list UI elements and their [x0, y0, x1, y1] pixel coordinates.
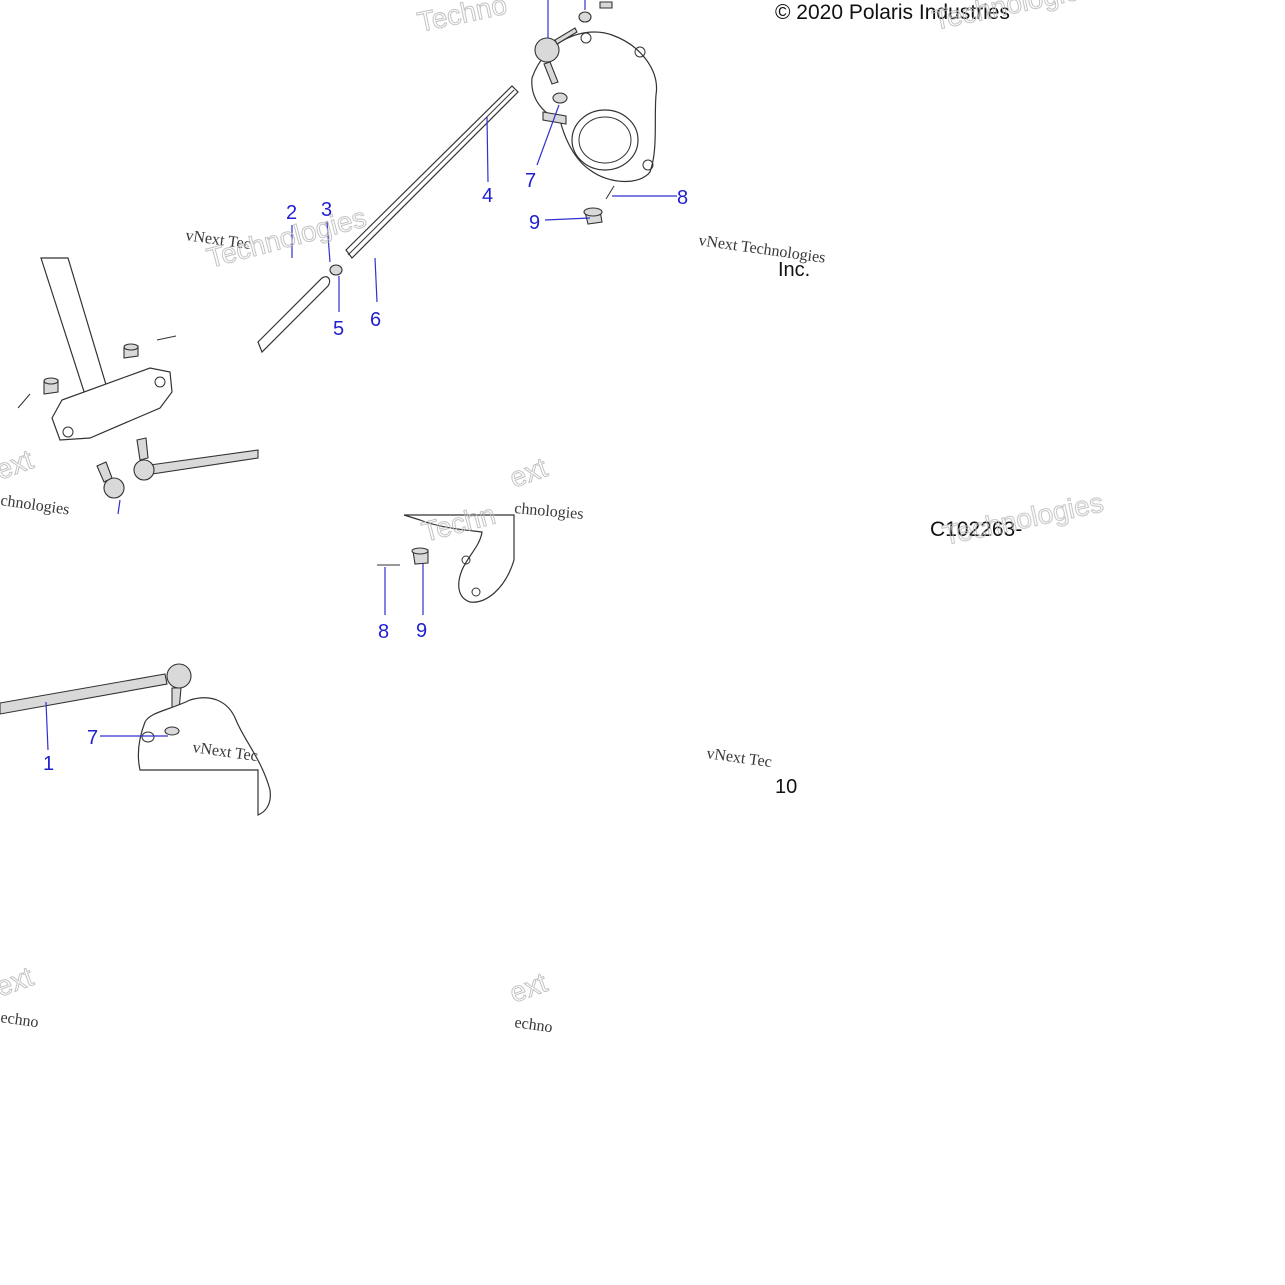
upper-callouts: 2 3 4 5 6 7 8 9	[286, 0, 688, 340]
watermark-echno-bm: echno	[513, 1014, 553, 1036]
callout-5[interactable]: 5	[333, 318, 344, 340]
watermark-tech-mid: chnologies	[514, 500, 585, 523]
callout-1[interactable]: 1	[43, 753, 54, 775]
callout-9-mid[interactable]: 9	[416, 620, 427, 642]
number-ten-fragment: 10	[775, 776, 797, 798]
watermark-ext-bl: ext	[0, 961, 37, 1003]
callout-6[interactable]: 6	[370, 309, 381, 331]
diagram-code: C102263-	[930, 518, 1022, 541]
copyright-text: © 2020 Polaris Industries	[775, 1, 1010, 24]
callout-3[interactable]: 3	[321, 199, 332, 221]
watermark-echno-bl: echno	[0, 1009, 40, 1031]
watermark-ext-mid: ext	[505, 452, 551, 494]
callout-2[interactable]: 2	[286, 202, 297, 224]
watermark-ext-bm: ext	[505, 967, 551, 1009]
watermark-logo-topright: Technologies	[930, 0, 1096, 36]
inc-fragment: Inc.	[778, 259, 810, 281]
watermark-vnext-4: vNext Tec	[705, 745, 772, 771]
callout-7[interactable]: 7	[525, 170, 536, 192]
knuckle-fragment	[403, 514, 515, 603]
watermark-logo-top: Techno	[415, 0, 510, 38]
callout-7-lower[interactable]: 7	[87, 727, 98, 749]
steering-column-assembly	[17, 257, 259, 515]
watermark-ext-left: ext	[0, 444, 37, 486]
ball-joint-stud	[534, 27, 578, 85]
tie-rod-tube	[345, 85, 519, 259]
tie-rod-lower	[0, 663, 271, 816]
watermark-tech-left: chnologies	[0, 492, 70, 518]
callout-8[interactable]: 8	[677, 187, 688, 209]
castle-nut-mid	[411, 547, 429, 565]
jam-nut	[329, 264, 343, 276]
tie-rod-left-tube	[257, 276, 331, 354]
callout-9[interactable]: 9	[529, 212, 540, 234]
castle-nut-9	[583, 207, 603, 225]
watermark-logo-code: Technologies	[940, 487, 1106, 551]
callout-4[interactable]: 4	[482, 185, 493, 207]
lower-callouts: 1 7	[43, 701, 168, 775]
watermark-vnext-2: vNext Technologies	[697, 232, 826, 267]
cotter-pin-8	[605, 185, 615, 200]
mid-callouts: 8 9	[378, 564, 427, 643]
cotter-washer-top	[578, 1, 613, 23]
callout-8-mid[interactable]: 8	[378, 621, 389, 643]
